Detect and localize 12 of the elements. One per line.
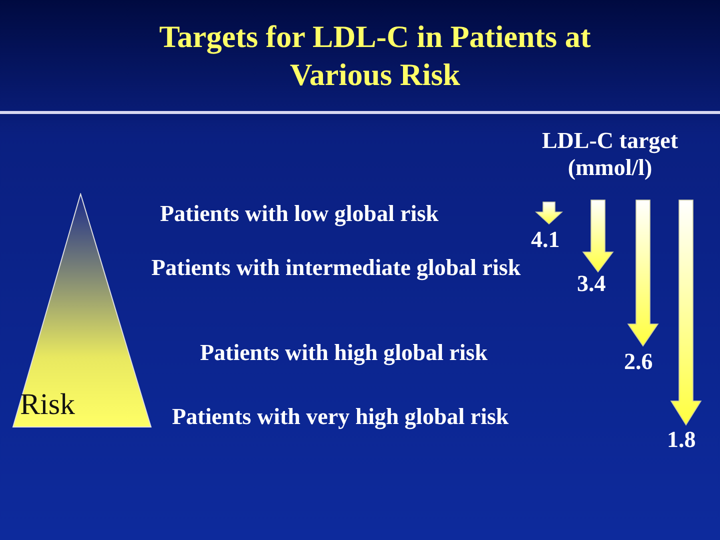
risk-category: Patients with intermediate global risk: [150, 254, 522, 281]
risk-category: Patients with very high global risk: [172, 403, 510, 430]
target-value: 1.8: [667, 426, 697, 453]
target-value: 3.4: [577, 270, 607, 297]
target-value: 4.1: [531, 226, 561, 253]
column-heading: LDL-C target (mmol/l): [540, 127, 680, 181]
target-value: 2.6: [624, 348, 654, 375]
risk-label: Risk: [20, 388, 76, 422]
slide-title: Targets for LDL-C in Patients at Various Risk: [158, 18, 592, 94]
risk-category: Patients with low global risk: [160, 200, 440, 227]
risk-category: Patients with high global risk: [200, 339, 489, 366]
risk-triangle: [12, 193, 152, 428]
